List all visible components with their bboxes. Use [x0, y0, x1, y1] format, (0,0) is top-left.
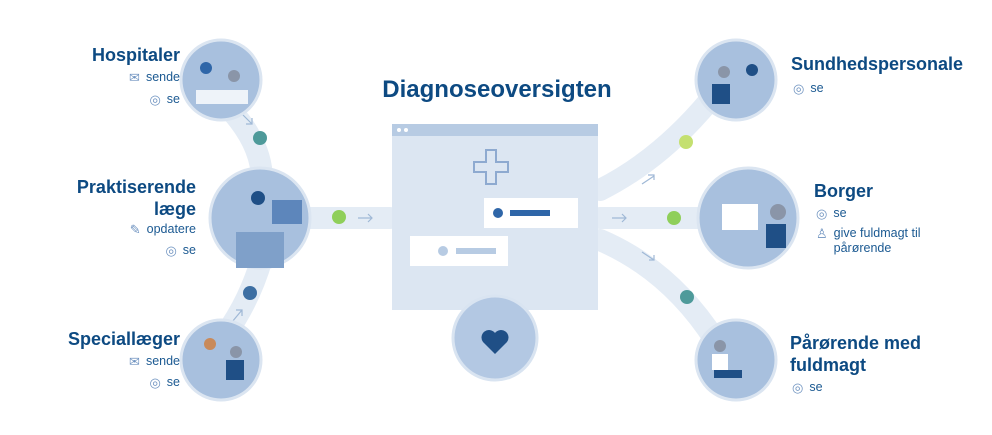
- action-se: ◎se: [165, 243, 196, 258]
- dot-green-right: [667, 211, 681, 225]
- eye-icon: ◎: [816, 206, 828, 221]
- specialist-illustration: [179, 318, 263, 402]
- eye-icon: ◎: [792, 380, 804, 395]
- label-borger: Borger: [814, 181, 874, 201]
- envelope-icon: ✉: [129, 70, 140, 85]
- label-hospitaler: Hospitaler: [91, 45, 180, 65]
- action-opdatere: ✎opdatere: [129, 222, 196, 237]
- relative-illustration: [694, 318, 778, 402]
- eye-icon: ◎: [149, 375, 161, 390]
- healthcare-staff-illustration: [694, 38, 778, 122]
- dot-teal: [253, 131, 267, 145]
- action-sende: ✉sende: [129, 70, 180, 85]
- label-praktiserende-laege: Praktiserende læge: [76, 177, 196, 219]
- dot-lime: [679, 135, 693, 149]
- action-give-fuldmagt: ♙give fuldmagt til pårørende: [816, 226, 921, 255]
- label-speciallaeger: Speciallæger: [67, 329, 180, 349]
- hospital-illustration: [179, 38, 263, 122]
- envelope-icon: ✉: [129, 354, 140, 369]
- overview-window: [392, 124, 598, 382]
- action-se: ◎se: [816, 206, 847, 221]
- dot-teal-right: [680, 290, 694, 304]
- label-paaroerende-med-fuldmagt: Pårørende med fuldmagt: [790, 333, 922, 375]
- arrow-icons: [231, 111, 655, 323]
- heart-icon: [481, 330, 509, 354]
- action-sende: ✉sende: [129, 354, 180, 369]
- page-title: Diagnoseoversigten: [382, 76, 612, 103]
- person-check-icon: ♙: [816, 226, 828, 241]
- eye-icon: ◎: [165, 243, 177, 258]
- eye-icon: ◎: [149, 92, 161, 107]
- dot-navy: [243, 286, 257, 300]
- medical-cross-icon: [473, 149, 509, 185]
- eye-icon: ◎: [793, 81, 805, 96]
- dot-green: [332, 210, 346, 224]
- pencil-icon: ✎: [129, 222, 141, 237]
- action-se: ◎se: [792, 380, 823, 395]
- action-se: ◎se: [149, 92, 180, 107]
- action-se: ◎se: [149, 375, 180, 390]
- label-sundhedspersonale: Sundhedspersonale: [791, 54, 964, 74]
- action-se: ◎se: [793, 81, 824, 96]
